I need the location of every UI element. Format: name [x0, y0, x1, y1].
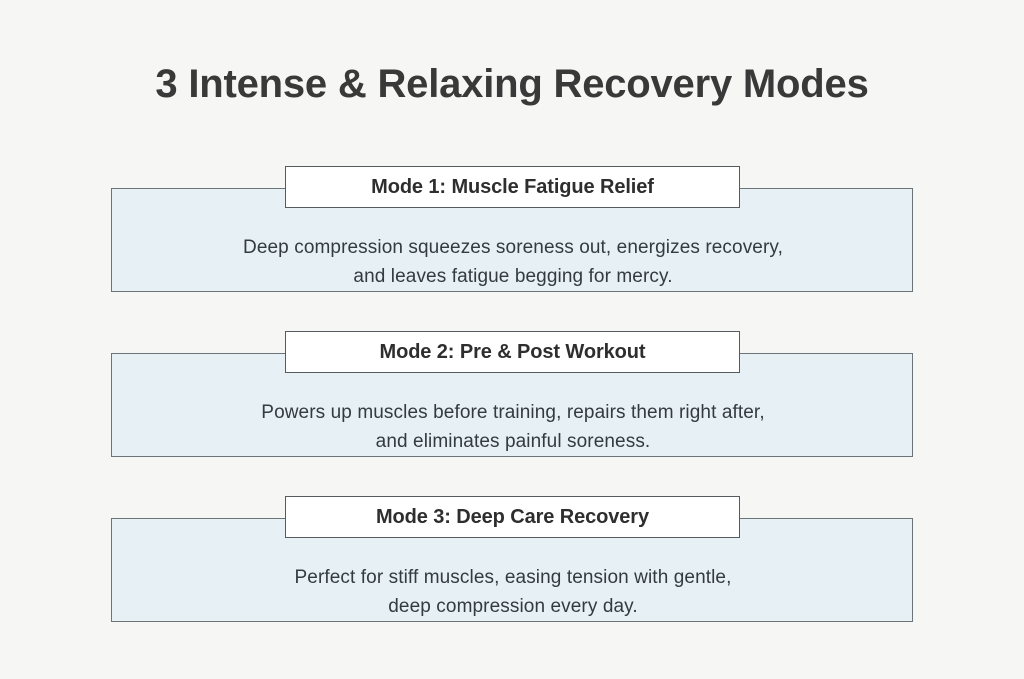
page-title: 3 Intense & Relaxing Recovery Modes — [155, 62, 869, 106]
mode-header-badge: Mode 3: Deep Care Recovery — [285, 496, 740, 538]
mode-description-line: Deep compression squeezes soreness out, … — [243, 237, 783, 258]
mode-description: Perfect for stiff muscles, easing tensio… — [112, 563, 914, 621]
mode-description-line: and leaves fatigue begging for mercy. — [353, 266, 673, 287]
mode-description: Powers up muscles before training, repai… — [112, 398, 914, 456]
mode-description: Deep compression squeezes soreness out, … — [112, 233, 914, 291]
mode-header-label: Mode 2: Pre & Post Workout — [379, 340, 646, 363]
mode-header-label: Mode 3: Deep Care Recovery — [375, 505, 650, 528]
mode-description-line: Powers up muscles before training, repai… — [261, 402, 765, 423]
mode-header-badge: Mode 1: Muscle Fatigue Relief — [285, 166, 740, 208]
mode-description-line: Perfect for stiff muscles, easing tensio… — [294, 567, 732, 588]
mode-description-line: deep compression every day. — [388, 596, 638, 617]
mode-header-label: Mode 1: Muscle Fatigue Relief — [371, 175, 654, 198]
mode-description-line: and eliminates painful soreness. — [375, 431, 651, 452]
mode-header-badge: Mode 2: Pre & Post Workout — [285, 331, 740, 373]
